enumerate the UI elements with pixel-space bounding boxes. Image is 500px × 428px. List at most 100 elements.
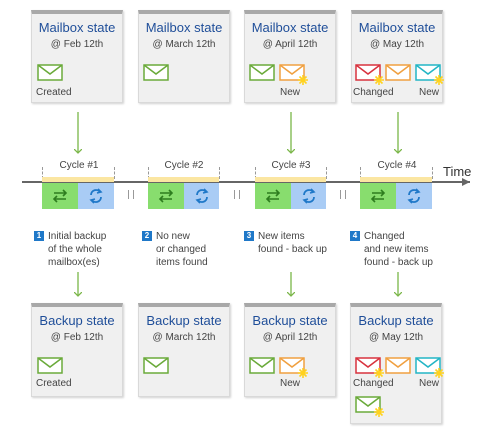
envelope-icon [385, 64, 411, 81]
step-text: New items [258, 231, 305, 242]
backup-segment [184, 183, 219, 209]
new-label: New [280, 378, 301, 389]
step-2: 2 No new or changed items found [142, 230, 208, 269]
new-envelope-icon [415, 64, 444, 85]
cycle-1-bar [42, 177, 114, 182]
backup-state-card-1: Backup state @ Feb 12th [31, 303, 123, 397]
cycle-divider [42, 167, 43, 179]
backup-state-card-3: Backup state @ April 12th [244, 303, 336, 397]
card-date: @ March 12th [152, 332, 216, 343]
pause-icon [340, 190, 346, 199]
cycle-4-bar [360, 177, 432, 182]
changed-label: Changed [353, 378, 394, 389]
pause-icon [234, 190, 240, 199]
new-label: New [280, 87, 301, 98]
backup-segment [396, 183, 432, 209]
step-number-badge: 1 [34, 231, 44, 241]
card-date: @ Feb 12th [50, 332, 104, 343]
step-number-badge: 2 [142, 231, 152, 241]
step-text: No new [156, 231, 190, 242]
envelope-icon [37, 64, 63, 81]
backup-segment [291, 183, 326, 209]
cycle-2-bar [148, 177, 219, 182]
mailbox-state-card-4: Mailbox state @ May 12th [351, 10, 443, 103]
envelope-icon [249, 64, 275, 81]
sync-arrows-icon [52, 189, 68, 203]
sync-arrows-icon [158, 189, 174, 203]
cycle-1-label: Cycle #1 [59, 160, 99, 171]
pause-icon [128, 190, 134, 199]
refresh-icon [195, 188, 209, 204]
envelope-icon [249, 357, 275, 374]
changed-envelope-icon [355, 64, 384, 85]
card-date: @ April 12th [262, 332, 318, 343]
new-label: New [419, 87, 440, 98]
sync-arrows-icon [265, 189, 281, 203]
card-title: Backup state [39, 313, 115, 328]
envelope-icon [385, 357, 411, 374]
card-title: Mailbox state [251, 20, 329, 35]
cycle-4-label: Cycle #4 [377, 160, 417, 171]
step-text: Changed [364, 231, 405, 242]
mailbox-state-card-1: Mailbox state @ Feb 12th [31, 10, 123, 103]
time-label: Time [443, 164, 472, 179]
cycle-divider [360, 167, 361, 179]
cycle-divider [255, 167, 256, 179]
card-title: Mailbox state [358, 20, 436, 35]
new-envelope-icon [279, 357, 308, 378]
sync-segment [42, 183, 78, 209]
envelope-icon [143, 64, 169, 81]
card-title: Mailbox state [38, 20, 116, 35]
backup-state-card-2: Backup state @ March 12th [138, 303, 230, 397]
card-date: @ Feb 12th [50, 39, 104, 50]
card-date: @ April 12th [262, 39, 318, 50]
backup-segment [78, 183, 114, 209]
sync-segment [255, 183, 291, 209]
card-date: @ May 12th [369, 39, 425, 50]
step-text: Initial backup [48, 231, 107, 242]
cycle-divider [432, 167, 433, 179]
cycle-divider [114, 167, 115, 179]
step-text: of the whole [48, 244, 102, 255]
step-text: found - back up [258, 244, 327, 255]
step-text: mailbox(es) [48, 257, 100, 268]
card-date: @ May 12th [368, 332, 424, 343]
refresh-icon [302, 188, 316, 204]
new-label: New [419, 378, 440, 389]
cycle-divider [148, 167, 149, 179]
step-1: 1 Initial backup of the whole mailbox(es) [34, 230, 106, 269]
cycle-3-label: Cycle #3 [271, 160, 311, 171]
card-date: @ March 12th [152, 39, 216, 50]
cycle-3-bar [255, 177, 326, 182]
changed-envelope-icon [355, 396, 384, 417]
created-label: Created [36, 378, 72, 389]
new-envelope-icon [279, 64, 308, 85]
step-4: 4 Changed and new items found - back up [350, 230, 433, 269]
cycle-divider [219, 167, 220, 179]
card-title: Mailbox state [145, 20, 223, 35]
step-number-badge: 3 [244, 231, 254, 241]
card-title: Backup state [252, 313, 328, 328]
step-text: and new items [364, 244, 429, 255]
sync-segment [148, 183, 184, 209]
sync-arrows-icon [370, 189, 386, 203]
envelope-icon [37, 357, 63, 374]
step-3: 3 New items found - back up [244, 230, 327, 256]
refresh-icon [407, 188, 421, 204]
mailbox-state-card-3: Mailbox state @ April 12th [244, 10, 336, 103]
refresh-icon [89, 188, 103, 204]
mailbox-state-card-2: Mailbox state @ March 12th [138, 10, 230, 103]
card-title: Backup state [358, 313, 434, 328]
envelope-icon [143, 357, 169, 374]
step-number-badge: 4 [350, 231, 360, 241]
cycle-divider [326, 167, 327, 179]
cycle-2-label: Cycle #2 [164, 160, 204, 171]
step-text: or changed [156, 244, 207, 255]
step-text: found - back up [364, 257, 433, 268]
step-text: items found [156, 257, 208, 268]
changed-envelope-icon [355, 357, 384, 378]
sync-segment [360, 183, 396, 209]
created-label: Created [36, 87, 72, 98]
new-envelope-icon [415, 357, 444, 378]
